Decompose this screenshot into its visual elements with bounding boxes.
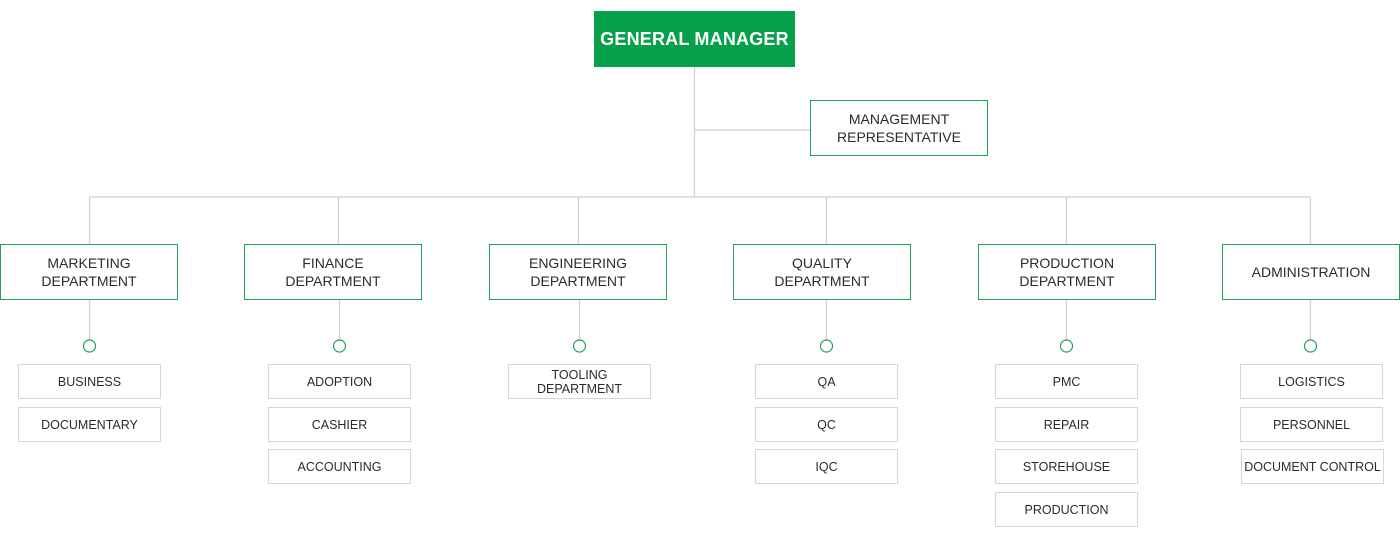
department-label: MARKETING DEPARTMENT	[41, 255, 137, 289]
sub-unit-label: DOCUMENTARY	[41, 417, 138, 432]
department-label: ADMINISTRATION	[1251, 264, 1371, 280]
sub-unit-label: PMC	[1052, 374, 1081, 389]
sub-unit-business: BUSINESS	[18, 364, 161, 399]
sub-unit-label: PRODUCTION	[1024, 502, 1109, 517]
department-production: PRODUCTION DEPARTMENT	[978, 244, 1156, 300]
department-finance: FINANCE DEPARTMENT	[244, 244, 422, 300]
junction-circle-engineering	[572, 339, 587, 353]
sub-unit-label: IQC	[815, 459, 838, 474]
department-label: FINANCE DEPARTMENT	[285, 255, 381, 289]
sub-unit-label: ACCOUNTING	[297, 459, 382, 474]
sub-unit-label: REPAIR	[1043, 417, 1090, 432]
sub-unit-label: DOCUMENT CONTROL	[1244, 459, 1381, 474]
sub-unit-personnel: PERSONNEL	[1240, 407, 1383, 442]
sub-unit-iqc: IQC	[755, 449, 898, 484]
sub-unit-documentary: DOCUMENTARY	[18, 407, 161, 442]
sub-unit-logistics: LOGISTICS	[1240, 364, 1383, 399]
department-label: QUALITY DEPARTMENT	[774, 255, 870, 289]
sub-unit-label: CASHIER	[311, 417, 368, 432]
department-label: PRODUCTION DEPARTMENT	[1019, 255, 1115, 289]
department-label: ENGINEERING DEPARTMENT	[528, 255, 627, 289]
sub-unit-accounting: ACCOUNTING	[268, 449, 411, 484]
sub-unit-label: PERSONNEL	[1272, 417, 1351, 432]
sub-unit-cashier: CASHIER	[268, 407, 411, 442]
sub-unit-label: ADOPTION	[306, 374, 373, 389]
sub-unit-storehouse: STOREHOUSE	[995, 449, 1138, 484]
department-administration: ADMINISTRATION	[1222, 244, 1400, 300]
sub-unit-qc: QC	[755, 407, 898, 442]
sub-unit-repair: REPAIR	[995, 407, 1138, 442]
department-quality: QUALITY DEPARTMENT	[733, 244, 911, 300]
sub-unit-production: PRODUCTION	[995, 492, 1138, 527]
sub-unit-document-control: DOCUMENT CONTROL	[1241, 449, 1384, 484]
sub-unit-qa: QA	[755, 364, 898, 399]
junction-circle-production	[1059, 339, 1074, 353]
department-marketing: MARKETING DEPARTMENT	[0, 244, 178, 300]
general-manager-label: GENERAL MANAGER	[600, 28, 789, 49]
junction-circle-quality	[819, 339, 834, 353]
junction-circle-administration	[1303, 339, 1318, 353]
department-engineering: ENGINEERING DEPARTMENT	[489, 244, 667, 300]
sub-unit-label: STOREHOUSE	[1022, 459, 1111, 474]
sub-unit-label: QC	[817, 417, 836, 432]
sub-unit-pmc: PMC	[995, 364, 1138, 399]
sub-unit-label: BUSINESS	[57, 374, 122, 389]
sub-unit-tooling-department: TOOLING DEPARTMENT	[508, 364, 651, 399]
sub-unit-label: QA	[817, 374, 836, 389]
sub-unit-label: LOGISTICS	[1278, 374, 1345, 389]
general-manager-box: GENERAL MANAGER	[594, 11, 795, 67]
management-representative-box: MANAGEMENT REPRESENTATIVE	[810, 100, 988, 156]
management-representative-label: MANAGEMENT REPRESENTATIVE	[837, 111, 961, 145]
sub-unit-adoption: ADOPTION	[268, 364, 411, 399]
sub-unit-label: TOOLING DEPARTMENT	[537, 367, 622, 396]
junction-circle-finance	[332, 339, 347, 353]
junction-circle-marketing	[82, 339, 97, 353]
